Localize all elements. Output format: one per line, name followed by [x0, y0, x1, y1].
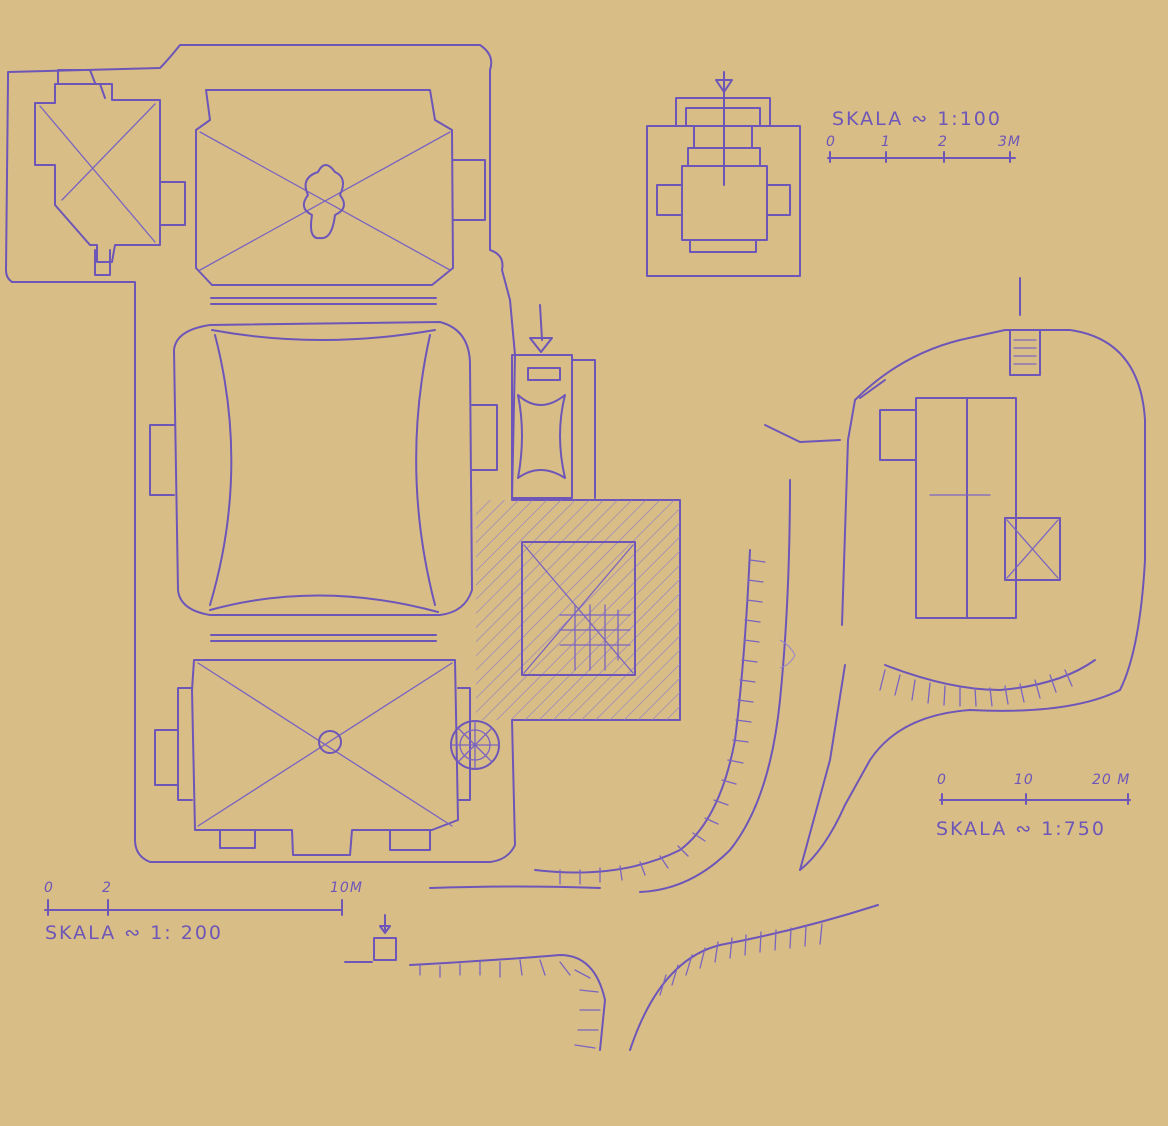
main-church-plan [5, 44, 681, 863]
scale-tick-0-site: 0 [937, 772, 947, 788]
scale-bar-750 [939, 793, 1131, 805]
scale-label-750: SKALA ∾ 1:750 [936, 818, 1106, 840]
scale-tick-3m-detail: 3M [998, 134, 1021, 150]
scale-tick-2-detail: 2 [938, 134, 948, 150]
scale-bar-200 [44, 899, 343, 916]
detail-plan [646, 71, 801, 277]
scale-tick-1-detail: 1 [881, 134, 891, 150]
scale-tick-0: 0 [44, 880, 54, 896]
scale-label-200: SKALA ∾ 1: 200 [45, 922, 223, 944]
scale-tick-20m-site: 20 M [1092, 772, 1131, 788]
scale-bar-100 [827, 151, 1016, 163]
scale-tick-0-detail: 0 [826, 134, 836, 150]
scale-tick-2: 2 [102, 880, 112, 896]
scale-tick-10m: 10M [330, 880, 363, 896]
scale-tick-10-site: 10 [1014, 772, 1034, 788]
site-plan [764, 277, 1146, 871]
terrain-lines [344, 479, 879, 1051]
scale-label-100: SKALA ∾ 1:100 [832, 108, 1002, 130]
